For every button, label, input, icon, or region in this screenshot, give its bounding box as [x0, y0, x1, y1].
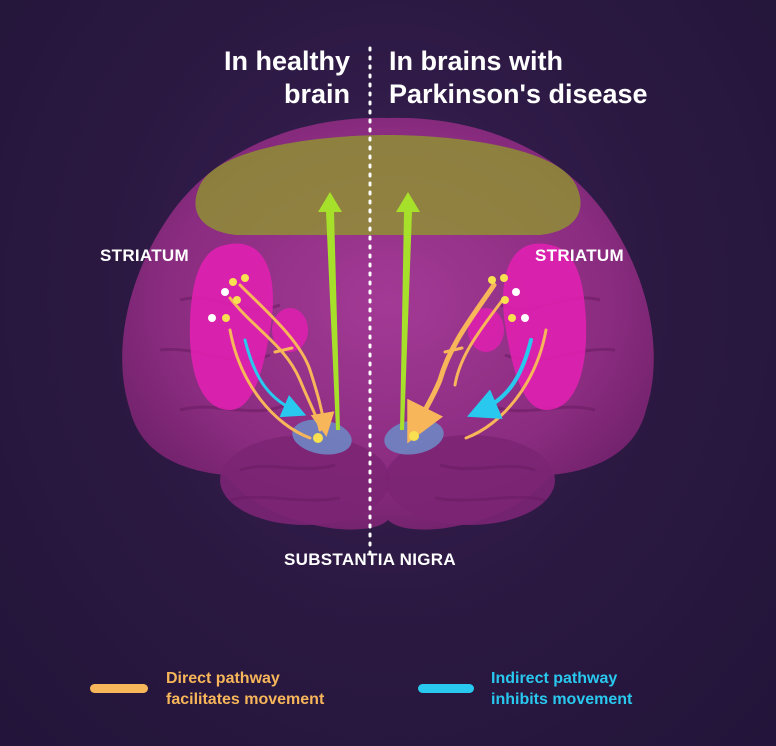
indirect-pathway-swatch [418, 684, 474, 693]
striatum-right-label: STRIATUM [535, 246, 624, 266]
title-healthy-line2: brain [150, 78, 350, 111]
title-parkinsons-line2: Parkinson's disease [389, 78, 689, 111]
substantia-nigra-label: SUBSTANTIA NIGRA [284, 550, 456, 570]
direct-pathway-desc: facilitates movement [166, 689, 324, 710]
title-healthy: In healthy brain [150, 45, 350, 111]
title-healthy-line1: In healthy [150, 45, 350, 78]
direct-pathway-swatch [90, 684, 148, 693]
indirect-pathway-title: Indirect pathway [491, 668, 632, 689]
title-parkinsons: In brains with Parkinson's disease [389, 45, 689, 111]
indirect-pathway-legend: Indirect pathway inhibits movement [491, 668, 632, 710]
title-parkinsons-line1: In brains with [389, 45, 689, 78]
direct-pathway-legend: Direct pathway facilitates movement [166, 668, 324, 710]
striatum-left-label: STRIATUM [100, 246, 189, 266]
indirect-pathway-desc: inhibits movement [491, 689, 632, 710]
direct-pathway-title: Direct pathway [166, 668, 324, 689]
